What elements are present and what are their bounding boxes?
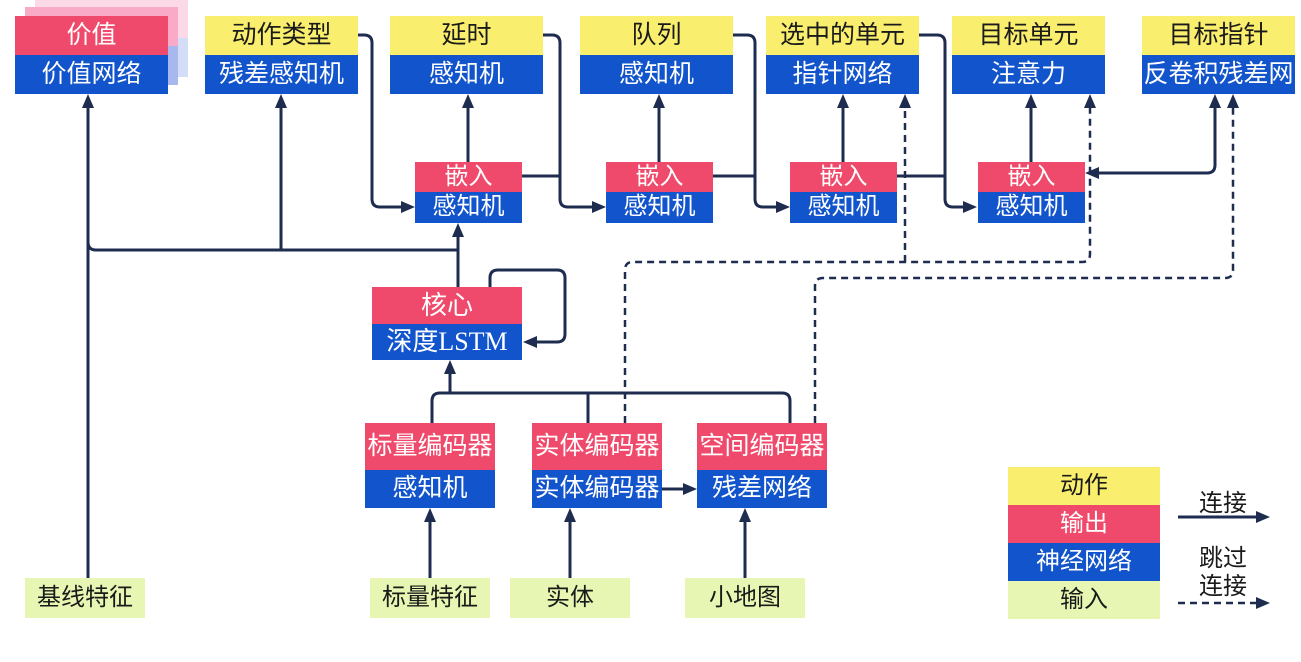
- solid-connections: [86, 33, 1256, 578]
- spatial-encoder-network-label: 残差网络: [697, 470, 827, 508]
- head-box-selected-units: 选中的单元 指针网络: [766, 16, 919, 94]
- entity-encoder-network-label: 实体编码器: [532, 470, 662, 508]
- queue-network-label: 感知机: [580, 55, 733, 94]
- embedding-box-4: 嵌入 感知机: [978, 162, 1085, 223]
- input-baseline-features: 基线特征: [25, 578, 145, 618]
- core-label: 核心: [372, 287, 522, 324]
- value-output-label: 价值: [15, 16, 168, 55]
- entity-encoder-label: 实体编码器: [532, 423, 662, 470]
- embedding-box-2: 嵌入 感知机: [606, 162, 713, 223]
- scalar-encoder-label: 标量编码器: [365, 423, 495, 470]
- skip-connections: [623, 108, 1256, 605]
- value-network-label: 价值网络: [15, 55, 168, 94]
- embedding-3-network-label: 感知机: [790, 192, 897, 223]
- embedding-4-network-label: 感知机: [978, 192, 1085, 223]
- input-entities: 实体: [510, 578, 630, 618]
- head-box-queue: 队列 感知机: [580, 16, 733, 94]
- embedding-4-label: 嵌入: [978, 162, 1085, 192]
- head-box-delay: 延时 感知机: [390, 16, 543, 94]
- delay-label: 延时: [390, 16, 543, 55]
- embedding-box-1: 嵌入 感知机: [415, 162, 522, 223]
- head-box-action-type: 动作类型 残差感知机: [205, 16, 358, 94]
- legend-network-swatch: 神经网络: [1008, 543, 1160, 581]
- action-type-network-label: 残差感知机: [205, 55, 358, 94]
- arrowheads: [82, 94, 1270, 609]
- embedding-1-network-label: 感知机: [415, 192, 522, 223]
- spatial-encoder-box: 空间编码器 残差网络: [697, 423, 827, 508]
- head-box-target-pointer: 目标指针 反卷积残差网: [1142, 16, 1295, 94]
- action-type-label: 动作类型: [205, 16, 358, 55]
- core-box: 核心 深度LSTM: [372, 287, 522, 360]
- embedding-2-network-label: 感知机: [606, 192, 713, 223]
- legend-skip-label-line2: 连接: [1199, 574, 1247, 600]
- target-pointer-network-label: 反卷积残差网: [1142, 55, 1295, 94]
- target-pointer-label: 目标指针: [1142, 16, 1295, 55]
- input-minimap: 小地图: [685, 578, 805, 618]
- legend-skip-label-line1: 跳过: [1199, 546, 1247, 572]
- selected-units-network-label: 指针网络: [766, 55, 919, 94]
- legend-output-swatch: 输出: [1008, 505, 1160, 543]
- embedding-box-3: 嵌入 感知机: [790, 162, 897, 223]
- entity-encoder-box: 实体编码器 实体编码器: [532, 423, 662, 508]
- legend-input-swatch: 输入: [1008, 581, 1160, 619]
- spatial-encoder-label: 空间编码器: [697, 423, 827, 470]
- target-unit-network-label: 注意力: [952, 55, 1105, 94]
- selected-units-label: 选中的单元: [766, 16, 919, 55]
- core-network-label: 深度LSTM: [372, 324, 522, 360]
- input-scalar-features: 标量特征: [370, 578, 490, 618]
- legend-color-key: 动作 输出 神经网络 输入: [1008, 467, 1160, 619]
- scalar-encoder-network-label: 感知机: [365, 470, 495, 508]
- head-box-target-unit: 目标单元 注意力: [952, 16, 1105, 94]
- embedding-2-label: 嵌入: [606, 162, 713, 192]
- legend-action-swatch: 动作: [1008, 467, 1160, 505]
- embedding-1-label: 嵌入: [415, 162, 522, 192]
- delay-network-label: 感知机: [390, 55, 543, 94]
- head-box-value: 价值 价值网络: [15, 0, 188, 94]
- target-unit-label: 目标单元: [952, 16, 1105, 55]
- legend-connection-label: 连接: [1199, 491, 1247, 517]
- embedding-3-label: 嵌入: [790, 162, 897, 192]
- scalar-encoder-box: 标量编码器 感知机: [365, 423, 495, 508]
- queue-label: 队列: [580, 16, 733, 55]
